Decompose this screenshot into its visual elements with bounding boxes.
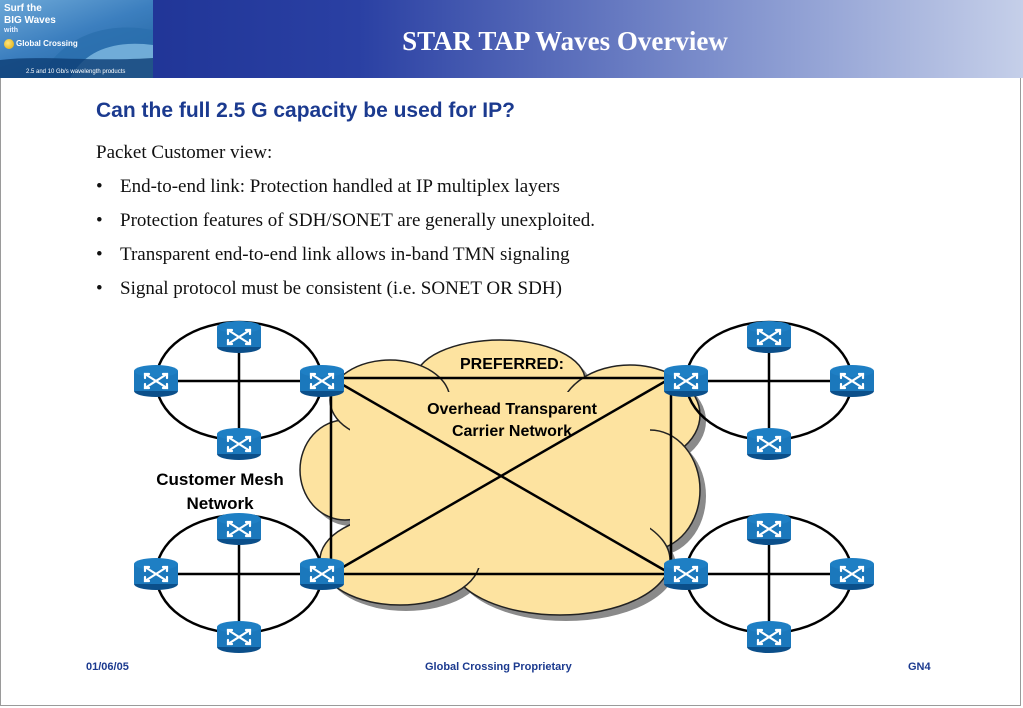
bullet-item: •End-to-end link: Protection handled at … bbox=[96, 176, 560, 197]
logo-tagline: 2.5 and 10 Gb/s wavelength products bbox=[26, 69, 126, 75]
router-icon bbox=[216, 512, 262, 546]
logo-line2: BIG Waves bbox=[4, 15, 56, 26]
cloud-label-line1: Overhead Transparent bbox=[427, 401, 598, 418]
intro-text: Packet Customer view: bbox=[96, 142, 273, 163]
bullet-item: •Protection features of SDH/SONET are ge… bbox=[96, 210, 596, 231]
router-icon bbox=[663, 557, 709, 591]
router-icon bbox=[746, 427, 792, 461]
router-icon bbox=[216, 320, 262, 354]
bullet-list: Packet Customer view: •End-to-end link: … bbox=[96, 141, 595, 311]
router-icon bbox=[746, 320, 792, 354]
router-icon bbox=[829, 557, 875, 591]
router-icon bbox=[216, 620, 262, 654]
logo-line3: with bbox=[4, 27, 18, 34]
cloud-title: PREFERRED: bbox=[460, 356, 564, 373]
router-icon bbox=[299, 557, 345, 591]
logo-brand: Global Crossing bbox=[16, 39, 78, 48]
slide-subtitle: Can the full 2.5 G capacity be used for … bbox=[96, 99, 515, 122]
router-icon bbox=[133, 557, 179, 591]
mesh-label-line2: Network bbox=[186, 494, 254, 513]
router-icon bbox=[746, 512, 792, 546]
bullet-text: End-to-end link: Protection handled at I… bbox=[120, 176, 560, 197]
router-icon bbox=[216, 427, 262, 461]
router-icon bbox=[829, 364, 875, 398]
router-icon bbox=[299, 364, 345, 398]
bullet-text: Signal protocol must be consistent (i.e.… bbox=[120, 278, 562, 299]
bullet-text: Protection features of SDH/SONET are gen… bbox=[120, 210, 596, 231]
logo-line1: Surf the bbox=[4, 3, 42, 14]
router-icon bbox=[663, 364, 709, 398]
footer-date: 01/06/05 bbox=[86, 661, 129, 673]
mesh-label-line1: Customer Mesh bbox=[156, 470, 284, 489]
router-icon bbox=[746, 620, 792, 654]
footer-proprietary: Global Crossing Proprietary bbox=[425, 661, 572, 673]
page-title: STAR TAP Waves Overview bbox=[402, 26, 728, 56]
cloud-body bbox=[350, 392, 650, 568]
router-icon bbox=[133, 364, 179, 398]
bullet-item: •Transparent end-to-end link allows in-b… bbox=[96, 244, 570, 265]
bullet-item: •Signal protocol must be consistent (i.e… bbox=[96, 278, 562, 299]
globe-icon bbox=[4, 39, 14, 49]
bullet-text: Transparent end-to-end link allows in-ba… bbox=[120, 244, 570, 265]
global-crossing-logo: Surf the BIG Waves with Global Crossing … bbox=[0, 0, 153, 78]
cloud-label-line2: Carrier Network bbox=[452, 423, 572, 440]
footer-page-number: GN4 bbox=[908, 661, 931, 673]
header-bar: Surf the BIG Waves with Global Crossing … bbox=[0, 0, 1023, 78]
carrier-links bbox=[329, 376, 673, 576]
